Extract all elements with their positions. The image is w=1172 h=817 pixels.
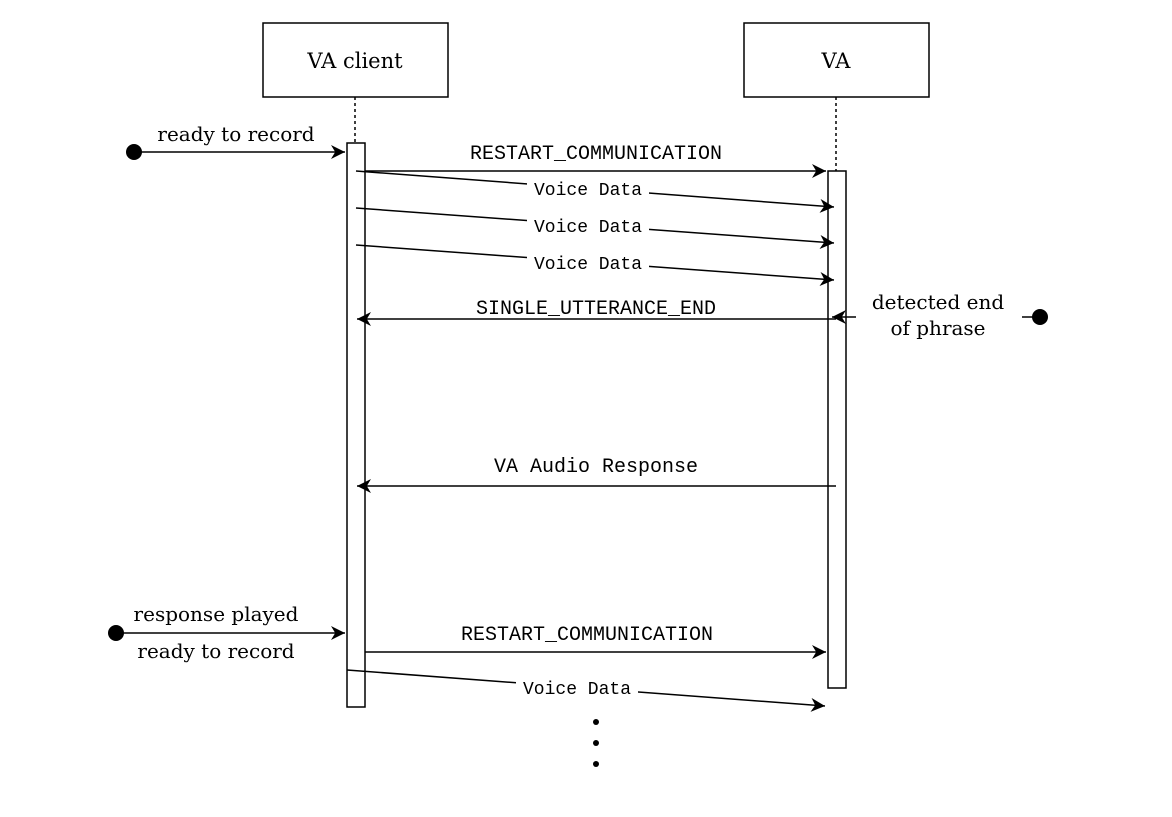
message-voice-data-4: Voice Data <box>346 669 826 712</box>
message-label-line2: of phrase <box>890 316 985 340</box>
message-label-bottom: ready to record <box>137 639 294 663</box>
message-label: Voice Data <box>534 181 642 201</box>
participant-va-client: VA client <box>262 22 449 98</box>
message-response-played: response played ready to record <box>108 602 345 663</box>
message-voice-data-1: Voice Data <box>355 170 835 213</box>
message-restart-communication-1: RESTART_COMMUNICATION <box>365 143 826 178</box>
activation-bar-va-client <box>346 142 366 708</box>
message-label: RESTART_COMMUNICATION <box>461 624 713 647</box>
participant-va: VA <box>743 22 930 98</box>
message-ready-to-record-1: ready to record <box>126 122 345 160</box>
message-restart-communication-2: RESTART_COMMUNICATION <box>365 624 826 659</box>
participant-va-label: VA <box>821 49 852 73</box>
message-voice-data-2: Voice Data <box>355 207 835 249</box>
message-label: ready to record <box>157 122 314 146</box>
participant-va-client-label: VA client <box>306 49 403 73</box>
message-label: SINGLE_UTTERANCE_END <box>476 298 716 321</box>
message-single-utterance-end: SINGLE_UTTERANCE_END <box>357 298 836 326</box>
continuation-ellipsis <box>593 719 599 767</box>
message-detected-end-of-phrase: detected end of phrase <box>832 290 1048 340</box>
message-label: Voice Data <box>534 255 642 275</box>
message-label: RESTART_COMMUNICATION <box>470 143 722 166</box>
message-label: VA Audio Response <box>494 456 698 479</box>
message-label: Voice Data <box>523 680 631 700</box>
message-voice-data-3: Voice Data <box>355 244 835 286</box>
message-label: Voice Data <box>534 218 642 238</box>
message-va-audio-response: VA Audio Response <box>357 456 836 493</box>
activation-bar-va <box>827 170 847 689</box>
message-label-top: response played <box>134 602 299 626</box>
message-label-line1: detected end <box>872 290 1004 314</box>
